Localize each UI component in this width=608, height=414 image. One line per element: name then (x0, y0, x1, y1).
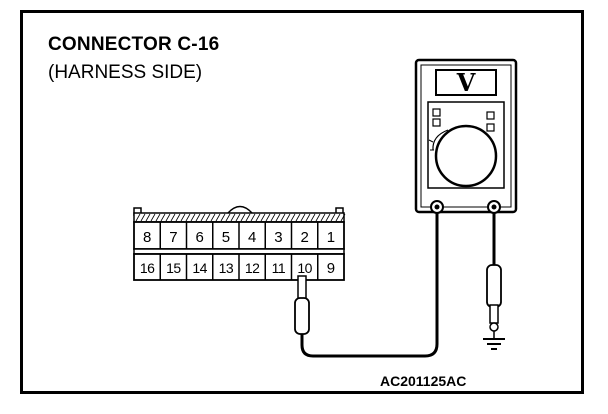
test-probe-left (294, 275, 310, 335)
reference-code: AC201125AC (380, 373, 467, 389)
terminal-7-label: 7 (169, 229, 177, 246)
rotary-dial (434, 124, 498, 188)
test-probe-right (486, 264, 502, 332)
terminal-10-label: 10 (297, 260, 312, 276)
meter-mode-symbol: V (456, 68, 476, 97)
ground-icon (483, 331, 505, 350)
terminal-9-label: 9 (327, 260, 335, 277)
test-lead-wire (300, 212, 439, 358)
terminal-2-label: 2 (300, 229, 308, 246)
connector-title: CONNECTOR C-16 (48, 34, 220, 55)
terminal-11-label: 11 (272, 260, 286, 276)
terminal-3-label: 3 (274, 229, 282, 246)
terminal-4-label: 4 (248, 229, 256, 246)
terminal-13-label: 13 (219, 260, 234, 276)
connector-latch (227, 205, 253, 214)
terminal-8-label: 8 (143, 229, 151, 246)
terminal-1-label: 1 (327, 229, 335, 246)
terminal-12-label: 12 (245, 260, 260, 276)
terminal-6-label: 6 (195, 229, 203, 246)
terminal-14-label: 14 (192, 260, 207, 276)
terminal-15-label: 15 (166, 260, 181, 276)
harness-side-label: (HARNESS SIDE) (48, 62, 203, 83)
diagram-frame (20, 10, 584, 394)
terminal-5-label: 5 (222, 229, 230, 246)
connector-c16: 8 7 6 5 4 3 2 1 16 15 14 13 12 11 10 9 (133, 205, 346, 281)
multimeter-icon: V (414, 58, 518, 214)
terminal-16-label: 16 (140, 260, 155, 276)
